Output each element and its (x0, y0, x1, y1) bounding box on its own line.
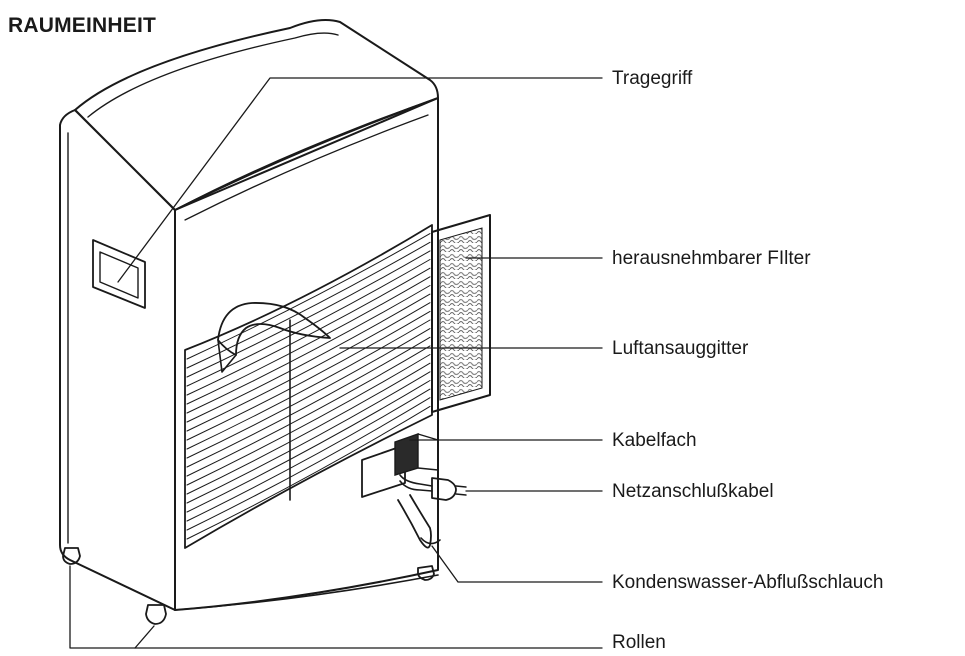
grille-slat (186, 336, 431, 468)
grille-slat (186, 241, 431, 369)
label-tragegriff: Tragegriff (612, 68, 693, 89)
drain-hose (397, 494, 441, 549)
grille-slat (186, 267, 431, 396)
label-luftansauggitter: Luftansauggitter (612, 338, 749, 359)
grille-slat (186, 397, 431, 531)
grille-slat (186, 380, 431, 513)
grille-slat (186, 302, 431, 432)
grille-slat (186, 285, 431, 414)
grille-slat (186, 259, 431, 387)
air-intake-grille (184, 224, 433, 549)
diagram-title: RAUMEINHEIT (8, 14, 157, 37)
grille-slat (186, 345, 431, 477)
label-abflussschlauch: Kondenswasser-Abflußschlauch (612, 572, 884, 593)
grille-slat (186, 310, 431, 441)
label-filter: herausnehmbarer FIlter (612, 248, 811, 269)
front-panel (69, 97, 439, 611)
grille-slat (186, 293, 431, 423)
leader-lines (69, 77, 603, 649)
power-cable (399, 474, 467, 501)
top-surface (74, 19, 439, 211)
grille-slat (186, 250, 431, 378)
grille-pull-handle (217, 302, 331, 373)
grille-slat (186, 328, 431, 459)
grille-slat (186, 362, 431, 495)
grille-slat (186, 388, 431, 522)
side-panel (59, 109, 176, 611)
cable-compartment (361, 433, 439, 498)
label-rollen: Rollen (612, 632, 666, 653)
label-netzanschlusskabel: Netzanschlußkabel (612, 481, 774, 502)
grille-slat (186, 276, 431, 405)
grille-slat (186, 233, 431, 360)
grille-slat (186, 371, 431, 504)
label-kabelfach: Kabelfach (612, 430, 697, 451)
grille-slat (186, 319, 431, 450)
grille-slat (186, 354, 431, 486)
wheels (62, 547, 435, 625)
grille-slat (186, 405, 431, 540)
removable-filter (431, 214, 491, 413)
